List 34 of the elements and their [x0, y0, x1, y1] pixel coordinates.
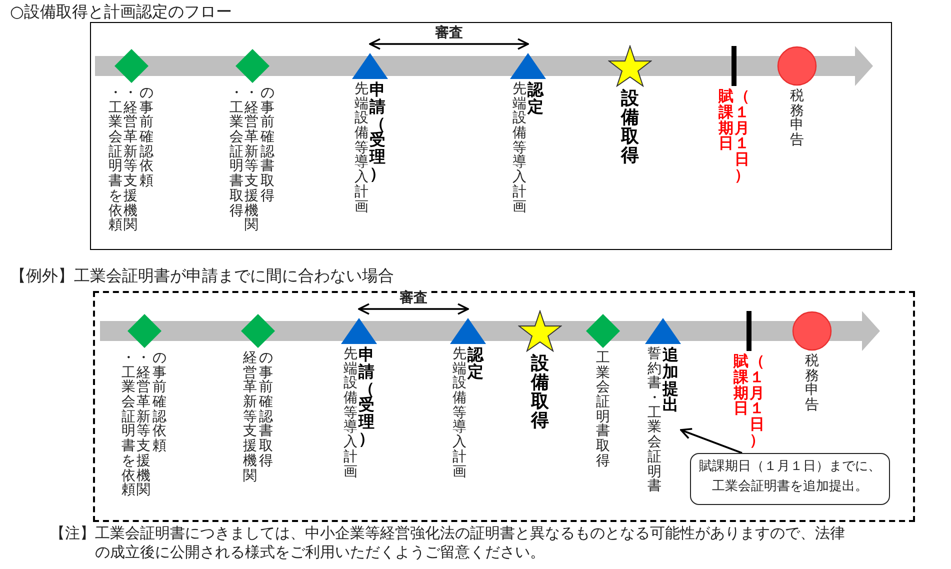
date-label: 賦課期日: [718, 89, 734, 154]
step-label: 税務申告: [805, 354, 819, 414]
edge-label: 審査: [396, 289, 430, 307]
section-heading: ○設備取得と計画認定のフロー: [10, 2, 232, 23]
section-heading: 【例外】工業会証明書が申請までに間に合わない場合: [10, 266, 394, 287]
step-label: 税務申告: [790, 89, 804, 150]
step-heading: 申請（受理）: [358, 347, 374, 450]
step-heading: 追加提出: [662, 347, 678, 416]
step-label: 先端設備等導入計画: [344, 347, 358, 481]
step-label: ・工業会証明書取得: [230, 86, 244, 220]
double-arrow: [358, 303, 469, 315]
step-label: ・経営革新等支援機関の事前確認依頼: [124, 86, 154, 234]
step-label: ・工業会証明書を依頼: [108, 86, 122, 234]
step-label: 先端設備等導入計画: [354, 82, 368, 216]
date-label: （１月１日）: [734, 89, 750, 185]
step-heading: 設備取得: [531, 355, 549, 432]
step-label: ・経営革新等支援機関の事前確認依頼: [136, 351, 166, 500]
step-label: 先端設備等導入計画: [512, 82, 526, 216]
callout-box: 賦課期日（１月１日）までに、工業会証明書を追加提出。: [690, 453, 890, 505]
step-label: ・工業会証明書を依頼: [122, 351, 136, 500]
step-label: 経営革新等支援機関の事前確認書取得: [243, 351, 273, 485]
step-label: ・経営革新等支援機関の事前確認書取得: [244, 86, 274, 234]
step-heading: 申請（受理）: [370, 82, 386, 184]
step-label: 工業会証明書取得: [596, 351, 610, 470]
step-label: 誓約書・工業会証明書: [648, 347, 662, 496]
step-heading: 設備取得: [621, 90, 639, 168]
step-heading: 認定: [528, 82, 544, 118]
step-heading: 認定: [468, 347, 484, 382]
leader-arrow: [680, 428, 742, 454]
footnote: 【注】工業会証明書につきましては、中小企業等経営強化法の証明書と異なるものとなる可能性がありますので、法律の成立後に公開される様式をご利用いただくようご留意ください。: [50, 524, 845, 562]
date-label: 賦課期日: [734, 354, 748, 418]
date-label: （１月１日）: [750, 354, 764, 450]
step-label: 先端設備等導入計画: [452, 347, 466, 481]
double-arrow: [369, 38, 529, 50]
